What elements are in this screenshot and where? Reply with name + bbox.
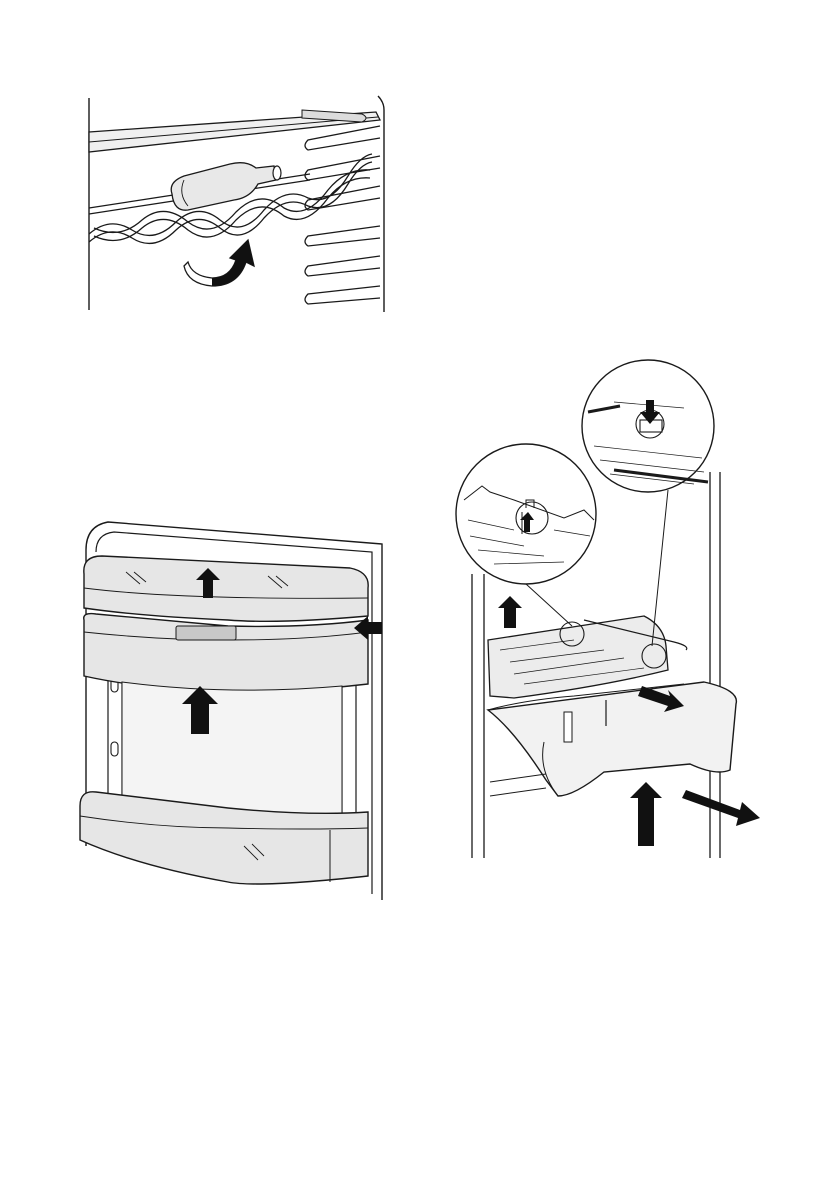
- figure-door-balcony: [78, 516, 398, 906]
- arrow-up-icon: [498, 596, 522, 628]
- crisper-drawer-illustration: [454, 350, 770, 860]
- curved-arrow-icon: [184, 240, 254, 286]
- arrow-right-icon: [682, 790, 760, 826]
- magnifier-icon: [582, 360, 714, 492]
- figure-crisper-drawer: [454, 350, 770, 860]
- arrow-up-icon: [630, 782, 662, 846]
- door-balcony-illustration: [78, 516, 398, 906]
- figure-wine-rack: [80, 90, 390, 315]
- wine-rack-illustration: [80, 90, 390, 315]
- magnifier-icon: [456, 444, 596, 584]
